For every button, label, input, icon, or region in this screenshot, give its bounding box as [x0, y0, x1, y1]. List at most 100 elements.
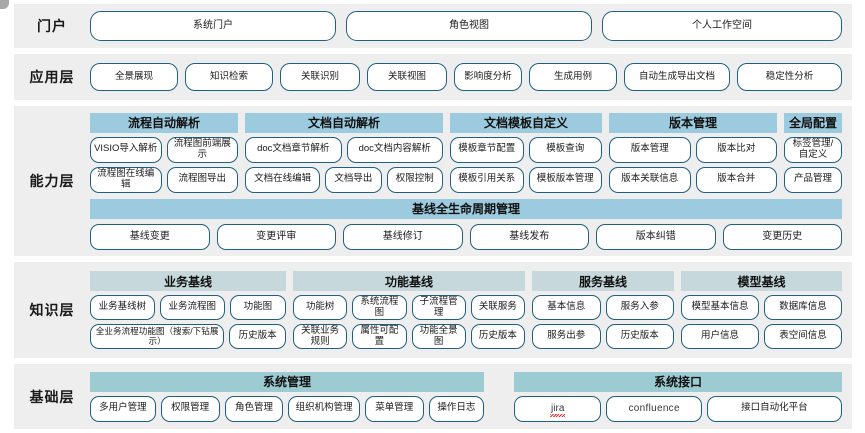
knowledge-group-model: 模型基线 模型基本信息 数据库信息 用户信息 表空间信息: [681, 271, 842, 349]
portal-item-2[interactable]: 个人工作空间: [602, 11, 842, 41]
application-item-0[interactable]: 全景展现: [90, 63, 178, 91]
capability-item-2-1[interactable]: 模板查询: [528, 136, 602, 163]
application-item-4[interactable]: 影响度分析: [454, 63, 522, 91]
capability-item-1-2[interactable]: 文档在线编辑: [245, 166, 321, 193]
capability-group-row: 版本关联信息 版本合并: [609, 166, 777, 193]
layer-label-application: 应用层: [29, 69, 75, 85]
baseline-item-4[interactable]: 版本纠错: [596, 223, 716, 250]
portal-item-row: 系统门户 角色视图 个人工作空间: [90, 11, 842, 41]
knowledge-item-3-3[interactable]: 表空间信息: [764, 324, 842, 349]
baseline-item-3[interactable]: 基线发布: [469, 223, 589, 250]
capability-item-4-1[interactable]: 产品管理: [784, 166, 842, 193]
portal-item-1[interactable]: 角色视图: [346, 11, 592, 41]
knowledge-group-title-3: 模型基线: [681, 271, 842, 291]
layer-body-application: 全景展现 知识检索 关联识别 关联视图 影响度分析 生成用例 自动生成导出文档 …: [90, 63, 852, 91]
baseline-item-5[interactable]: 变更历史: [722, 223, 842, 250]
capability-item-3-2[interactable]: 版本关联信息: [609, 166, 691, 193]
application-item-2[interactable]: 关联识别: [280, 63, 360, 91]
application-item-1[interactable]: 知识检索: [185, 63, 273, 91]
capability-group-version: 版本管理 版本管理 版本比对 版本关联信息 版本合并: [609, 112, 777, 193]
knowledge-item-0-2[interactable]: 功能图: [229, 295, 286, 320]
knowledge-item-1-7[interactable]: 历史版本: [470, 324, 525, 349]
capability-item-1-0[interactable]: doc文档章节解析: [245, 136, 342, 163]
capability-group-title-0: 流程自动解析: [90, 112, 238, 133]
layer-band-portal: 门户 系统门户 角色视图 个人工作空间: [14, 4, 852, 48]
capability-item-1-4[interactable]: 权限控制: [386, 166, 443, 193]
knowledge-item-0-0[interactable]: 业务基线树: [90, 295, 155, 320]
layer-label-portal: 门户: [37, 18, 67, 34]
capability-item-3-0[interactable]: 版本管理: [609, 136, 691, 163]
application-item-5[interactable]: 生成用例: [529, 63, 617, 91]
layer-body-capability: 流程自动解析 VISIO导入解析 流程图前端展示 流程图在线编辑 流程图导出 文…: [90, 112, 852, 250]
knowledge-group-title-2: 服务基线: [532, 271, 674, 291]
knowledge-item-1-3[interactable]: 关联服务: [470, 295, 525, 320]
knowledge-item-0-1[interactable]: 业务流程图: [159, 295, 225, 320]
knowledge-item-3-1[interactable]: 数据库信息: [764, 295, 842, 320]
layer-label-knowledge: 知识层: [29, 302, 75, 318]
application-item-3[interactable]: 关联视图: [367, 63, 447, 91]
knowledge-item-2-0[interactable]: 基本信息: [532, 295, 601, 320]
foundation-item-0-3[interactable]: 组织机构管理: [288, 395, 360, 422]
knowledge-item-0-4[interactable]: 历史版本: [229, 324, 286, 349]
baseline-item-2[interactable]: 基线修订: [343, 223, 463, 250]
knowledge-group-row: 业务基线树 业务流程图 功能图: [90, 295, 286, 320]
capability-group-doc-parse: 文档自动解析 doc文档章节解析 doc文档内容解析 文档在线编辑 文档导出 权…: [245, 112, 443, 193]
knowledge-item-2-3[interactable]: 历史版本: [605, 324, 674, 349]
foundation-item-0-0[interactable]: 多用户管理: [90, 395, 156, 422]
corner-artifact: [0, 0, 9, 9]
portal-item-0[interactable]: 系统门户: [90, 11, 336, 41]
knowledge-item-1-2[interactable]: 子流程管理: [411, 295, 466, 320]
capability-group-row: 流程图在线编辑 流程图导出: [90, 166, 238, 193]
layer-body-knowledge: 业务基线 业务基线树 业务流程图 功能图 全业务流程功能图（搜索/下钻展示） 历…: [90, 271, 852, 349]
baseline-item-0[interactable]: 基线变更: [90, 223, 210, 250]
capability-item-0-0[interactable]: VISIO导入解析: [90, 136, 162, 163]
foundation-item-1-1[interactable]: confluence: [606, 395, 702, 422]
capability-item-3-1[interactable]: 版本比对: [695, 136, 777, 163]
capability-item-1-1[interactable]: doc文档内容解析: [346, 136, 443, 163]
knowledge-item-1-1[interactable]: 系统流程图: [352, 295, 407, 320]
knowledge-item-1-4[interactable]: 关联业务规则: [293, 324, 348, 349]
capability-item-2-3[interactable]: 模板版本管理: [528, 166, 602, 193]
knowledge-item-2-1[interactable]: 服务入参: [605, 295, 674, 320]
capability-item-0-3[interactable]: 流程图导出: [166, 166, 238, 193]
knowledge-item-2-2[interactable]: 服务出参: [532, 324, 601, 349]
capability-group-row: VISIO导入解析 流程图前端展示: [90, 136, 238, 163]
layer-band-knowledge: 知识层 业务基线 业务基线树 业务流程图 功能图 全业务流程功能图（搜索/下钻展…: [14, 262, 852, 358]
knowledge-group-service: 服务基线 基本信息 服务入参 服务出参 历史版本: [532, 271, 674, 349]
layer-label-capability: 能力层: [29, 173, 75, 189]
foundation-group-title-0: 系统管理: [90, 371, 484, 392]
foundation-item-0-1[interactable]: 权限管理: [160, 395, 220, 422]
layer-body-portal: 系统门户 角色视图 个人工作空间: [90, 11, 852, 41]
knowledge-group-function: 功能基线 功能树 系统流程图 子流程管理 关联服务 关联业务规则 属性可配置 功…: [293, 271, 525, 349]
capability-item-0-1[interactable]: 流程图前端展示: [166, 136, 238, 163]
capability-item-4-0[interactable]: 标签管理/自定义: [784, 136, 842, 163]
knowledge-item-1-5[interactable]: 属性可配置: [352, 324, 407, 349]
foundation-item-1-0[interactable]: jira: [514, 395, 602, 422]
foundation-item-1-2[interactable]: 接口自动化平台: [706, 395, 842, 422]
capability-item-2-0[interactable]: 模板章节配置: [450, 136, 524, 163]
foundation-groups: 系统管理 多用户管理 权限管理 角色管理 组织机构管理 菜单管理 操作日志 系统…: [90, 371, 842, 422]
foundation-item-0-2[interactable]: 角色管理: [224, 395, 284, 422]
knowledge-item-0-3[interactable]: 全业务流程功能图（搜索/下钻展示）: [90, 324, 225, 349]
capability-item-1-3[interactable]: 文档导出: [325, 166, 382, 193]
foundation-item-0-5[interactable]: 操作日志: [428, 395, 485, 422]
foundation-item-0-4[interactable]: 菜单管理: [364, 395, 424, 422]
capability-item-2-2[interactable]: 模板引用关系: [450, 166, 524, 193]
application-item-6[interactable]: 自动生成导出文档: [624, 63, 730, 91]
baseline-lifecycle-block: 基线全生命周期管理 基线变更 变更评审 基线修订 基线发布 版本纠错 变更历史: [90, 198, 842, 250]
knowledge-item-3-2[interactable]: 用户信息: [681, 324, 759, 349]
application-item-row: 全景展现 知识检索 关联识别 关联视图 影响度分析 生成用例 自动生成导出文档 …: [90, 63, 842, 91]
baseline-item-1[interactable]: 变更评审: [216, 223, 336, 250]
application-item-7[interactable]: 稳定性分析: [737, 63, 842, 91]
knowledge-group-title-1: 功能基线: [293, 271, 525, 291]
knowledge-item-3-0[interactable]: 模型基本信息: [681, 295, 759, 320]
capability-group-row: 模板章节配置 模板查询: [450, 136, 602, 163]
knowledge-item-1-0[interactable]: 功能树: [293, 295, 348, 320]
capability-item-3-3[interactable]: 版本合并: [695, 166, 777, 193]
jira-label: jira: [550, 402, 566, 417]
capability-group-doc-template: 文档模板自定义 模板章节配置 模板查询 模板引用关系 模板版本管理: [450, 112, 602, 193]
baseline-lifecycle-row: 基线变更 变更评审 基线修订 基线发布 版本纠错 变更历史: [90, 223, 842, 250]
knowledge-groups: 业务基线 业务基线树 业务流程图 功能图 全业务流程功能图（搜索/下钻展示） 历…: [90, 271, 842, 349]
knowledge-item-1-6[interactable]: 功能全景图: [411, 324, 466, 349]
capability-item-0-2[interactable]: 流程图在线编辑: [90, 166, 162, 193]
